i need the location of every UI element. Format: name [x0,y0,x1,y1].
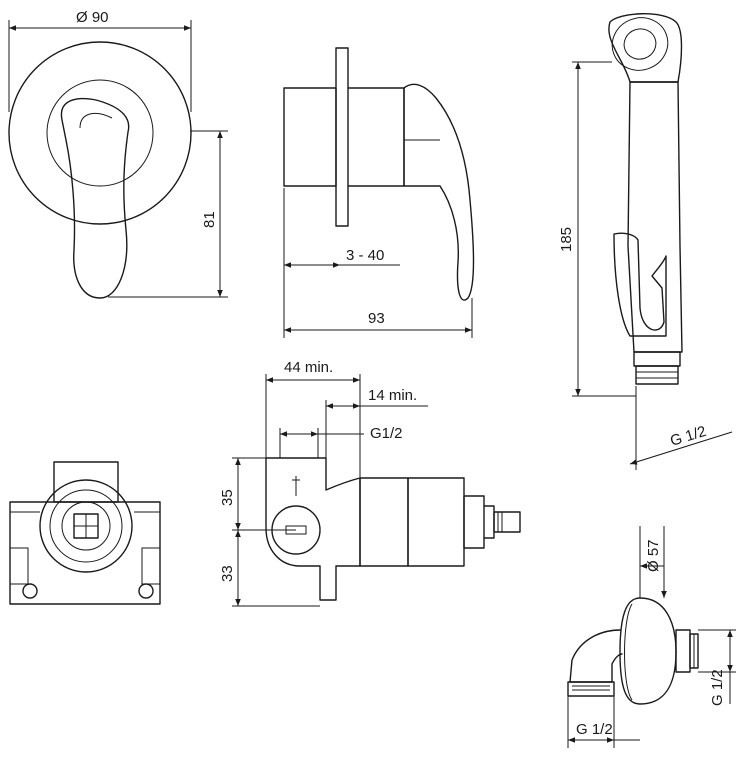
valve-body-front [9,461,161,605]
body-outline [9,501,161,605]
side-view-mixer [283,47,475,301]
label-35: 35 [219,489,236,506]
mount-hole-right [138,583,154,599]
dim-elbow-thread-bottom: G 1/2 [567,696,640,748]
label-57: Ø 57 [645,539,662,572]
dim-14-min: 14 min. [325,387,428,458]
label-body-thread: G1/2 [370,425,403,442]
spray-face [611,17,669,71]
front-view-mixer [8,41,192,299]
dim-shower-length: 185 [558,61,636,397]
body-top-tab [53,461,119,503]
side-lever [403,83,475,301]
body-casting [265,457,361,601]
shower-trigger [613,232,667,337]
dim-44-min: 44 min. [265,359,361,478]
label-elbow-thread-bottom: G 1/2 [576,721,613,738]
dim-elbow-diameter: Ø 57 [639,526,667,598]
label-elbow-thread-side: G 1/2 [709,669,726,706]
wall-elbow [567,597,699,705]
cartridge-cover [347,87,405,187]
dim-shower-thread: G 1/2 [629,386,733,470]
dim-height-81: 81 [108,130,228,298]
wall-flange [335,47,349,227]
body-port-outer [39,479,133,573]
dim-rosette-diameter: Ø 90 [8,9,192,112]
dim-length-93: 93 [283,272,473,338]
body-block [283,87,337,187]
dim-depth-range: 3 - 40 [283,188,400,272]
elbow-nut [567,681,615,697]
label-185: 185 [558,227,575,252]
dim-body-thread: G1/2 [279,425,403,458]
rosette-inner [46,79,154,187]
shower-nut [633,351,681,367]
valve-body-side [265,457,521,601]
dim-35-33: 35 33 [219,457,320,607]
label-3-40: 3 - 40 [346,247,384,264]
shower-thread [635,365,679,385]
elbow-pipe [569,629,623,683]
elbow-flange [619,597,677,705]
cartridge-spindle [493,511,521,533]
body-cylinder-1 [359,477,409,567]
lever-handle [60,97,130,299]
label-diameter-90: Ø 90 [76,9,109,26]
label-44-min: 44 min. [284,359,333,376]
shower-body [627,81,683,353]
shower-head [608,13,683,83]
dim-elbow-thread-side: G 1/2 [698,629,736,706]
hand-shower [608,13,683,385]
label-33: 33 [219,565,236,582]
body-cylinder-2 [407,477,465,567]
label-14-min: 14 min. [368,387,417,404]
rosette-outline [8,41,192,225]
label-81: 81 [201,211,218,228]
cartridge-stem-base [463,495,485,549]
mount-hole-left [22,583,38,599]
elbow-wall-nut [675,629,691,673]
label-93: 93 [368,310,385,327]
